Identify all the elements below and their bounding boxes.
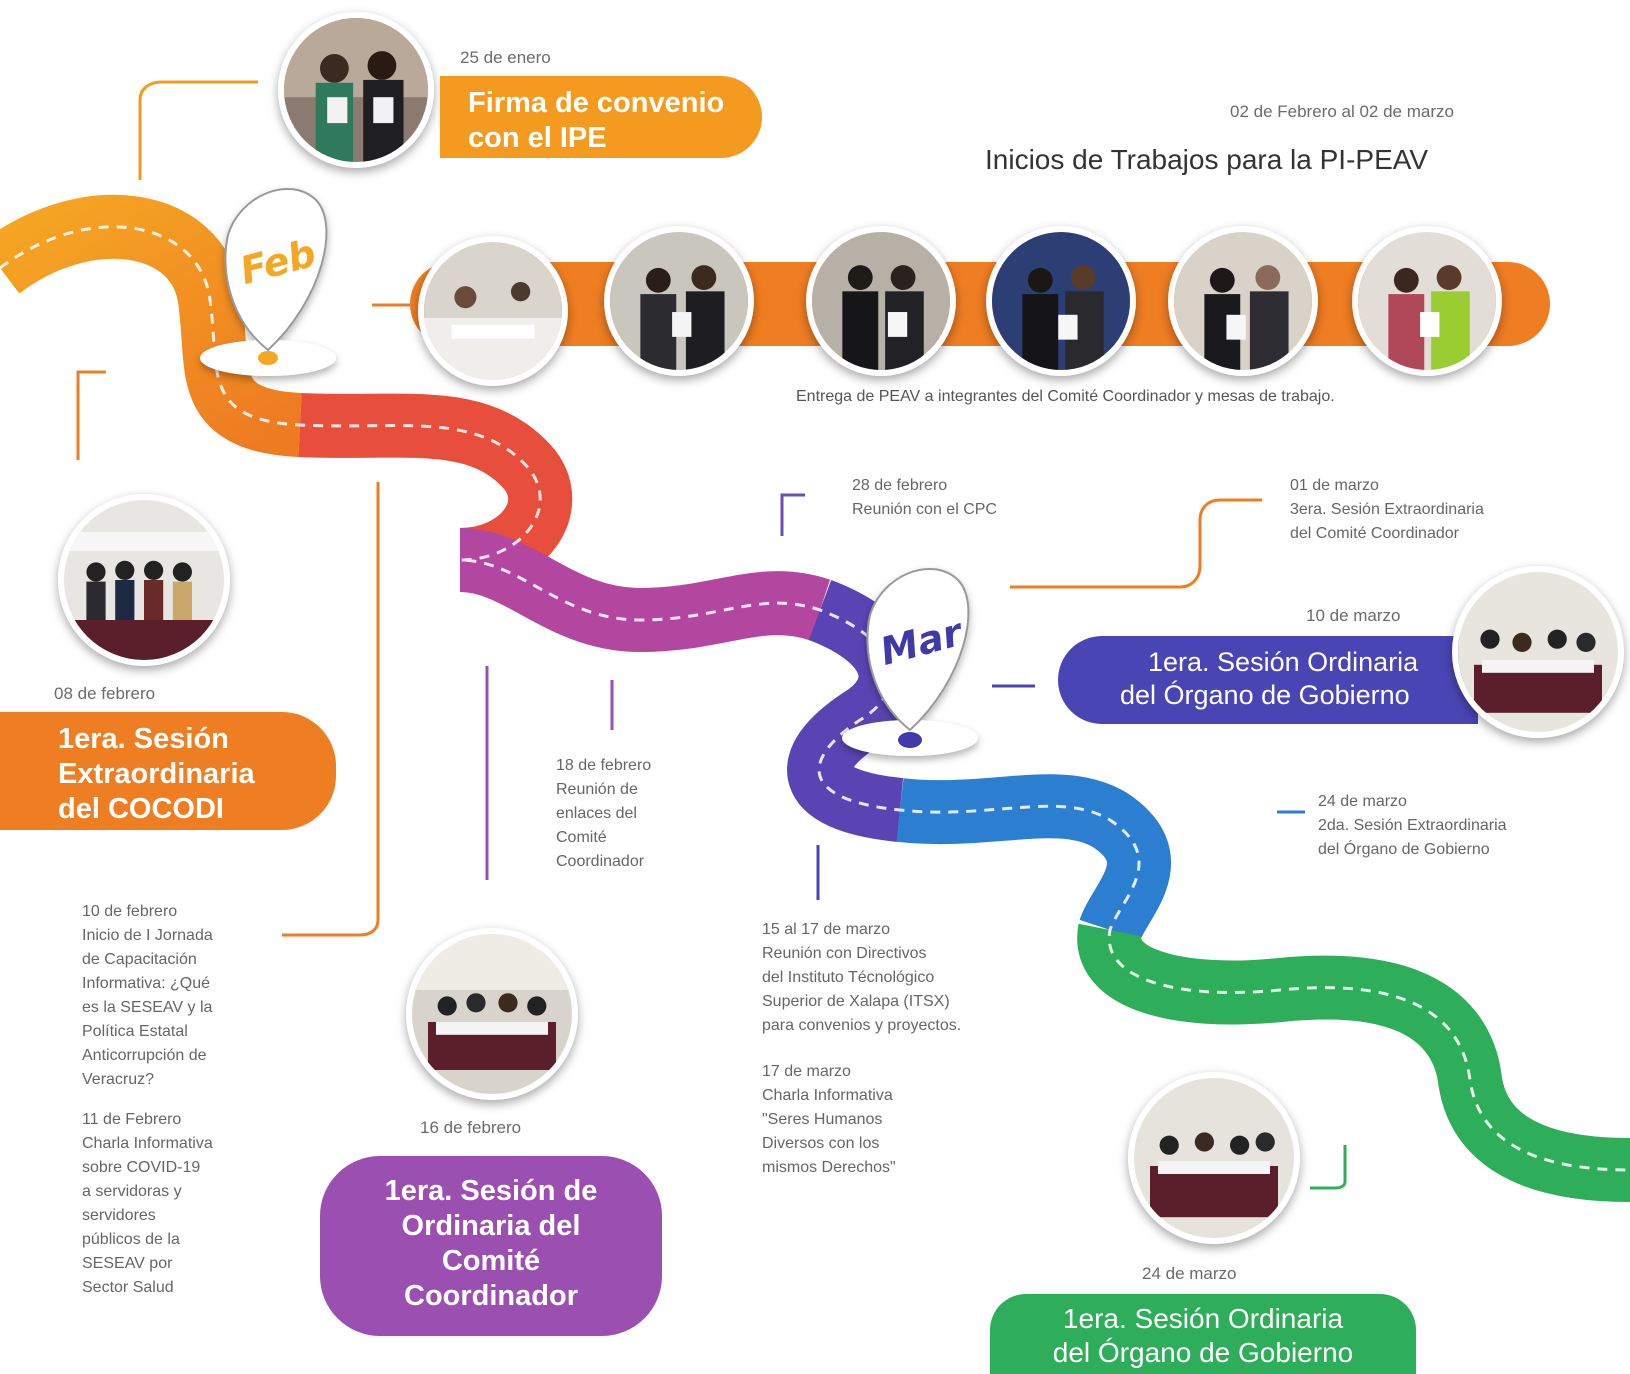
cocodi-title-line: Extraordinaria	[58, 758, 255, 790]
jornada-line: Anticorrupción de	[82, 1047, 207, 1064]
enlaces-text: 18 de febrero Reunión de enlaces del Com…	[556, 754, 651, 874]
firma-title-line: con el IPE	[468, 122, 607, 154]
organo3-title-line: 1era. Sesión Ordinaria	[1062, 1303, 1344, 1334]
organo3-title-line: del Órgano de Gobierno	[1052, 1337, 1354, 1368]
photo-peav-5	[1168, 226, 1318, 376]
itsx-line: del Instituto Técnológico	[762, 969, 935, 986]
photo-peav-4	[986, 226, 1136, 376]
covid-line: públicos de la	[82, 1231, 180, 1248]
covid-line: 11 de Febrero	[82, 1111, 182, 1128]
itsx-line: para convenios y proyectos.	[762, 1017, 962, 1034]
comite-title-line: Comité	[441, 1245, 541, 1277]
cpc-text: 28 de febrero Reunión con el CPC	[852, 474, 997, 522]
jornada-line: Inicio de I Jornada	[82, 927, 213, 944]
photo-cocodi	[58, 494, 230, 666]
covid-text: 11 de Febrero Charla Informativa sobre C…	[82, 1108, 213, 1300]
photo-firma-convenio	[278, 12, 434, 168]
inicios-caption: Entrega de PEAV a integrantes del Comité…	[796, 388, 1335, 405]
road-segment-blue	[896, 774, 1171, 943]
cocodi-title-line: del COCODI	[58, 793, 224, 825]
itsx-line: Superior de Xalapa (ITSX)	[762, 993, 950, 1010]
photo-peav-3	[806, 226, 956, 376]
road-segment-magenta	[458, 528, 831, 653]
covid-line: Sector Salud	[82, 1279, 174, 1296]
seres-line: "Seres Humanos	[762, 1111, 883, 1128]
jornada-line: Informativa: ¿Qué	[82, 975, 211, 992]
seres-line: Charla Informativa	[762, 1087, 893, 1104]
jornada-line: es la SESEAV y la	[82, 999, 213, 1016]
firma-date: 25 de enero	[460, 48, 551, 67]
enlaces-line: Comité	[556, 829, 607, 846]
inicios-date: 02 de Febrero al 02 de marzo	[1230, 102, 1454, 121]
inicios-title: Inicios de Trabajos para la PI-PEAV	[985, 144, 1429, 175]
covid-line: sobre COVID-19	[82, 1159, 201, 1176]
seres-line: Diversos con los	[762, 1135, 880, 1152]
seres-line: 17 de marzo	[762, 1063, 851, 1080]
cocodi-title-line: 1era. Sesión	[58, 723, 229, 755]
photo-peav-6	[1352, 226, 1502, 376]
itsx-line: 15 al 17 de marzo	[762, 921, 891, 938]
comite-title-line: Ordinaria del	[401, 1210, 581, 1242]
organo1-date: 10 de marzo	[1306, 606, 1401, 625]
enlaces-line: enlaces del	[556, 805, 637, 822]
organo1-title-pill: 1era. Sesión Ordinaria del Órgano de Gob…	[1058, 636, 1478, 724]
seres-line: mismos Derechos"	[762, 1159, 896, 1176]
photo-organo3	[1128, 1072, 1300, 1244]
comite-title-pill: 1era. Sesión de Ordinaria del Comité Coo…	[320, 1156, 662, 1336]
photo-organo1	[1452, 566, 1624, 738]
covid-line: servidores	[82, 1207, 156, 1224]
jornada-line: Política Estatal	[82, 1023, 188, 1040]
organo2-line: del Órgano de Gobierno	[1318, 841, 1490, 858]
photo-comite	[406, 928, 578, 1100]
itsx-text: 15 al 17 de marzo Reunión con Directivos…	[762, 918, 961, 1038]
cocodi-date: 08 de febrero	[54, 684, 156, 703]
covid-line: Charla Informativa	[82, 1135, 213, 1152]
cpc-line: Reunión con el CPC	[852, 501, 997, 518]
organo3-title-pill: 1era. Sesión Ordinaria del Órgano de Gob…	[990, 1294, 1416, 1374]
comite-date: 16 de febrero	[420, 1118, 522, 1137]
organo1-title-line: 1era. Sesión Ordinaria	[1148, 647, 1419, 677]
firma-title-pill: Firma de convenio con el IPE	[440, 76, 762, 158]
jornada-text: 10 de febrero Inicio de I Jornada de Cap…	[82, 900, 213, 1092]
organo3-date: 24 de marzo	[1142, 1264, 1237, 1283]
enlaces-line: Reunión de	[556, 781, 638, 798]
jornada-line: Veracruz?	[82, 1071, 155, 1088]
seres-text: 17 de marzo Charla Informativa "Seres Hu…	[762, 1060, 896, 1180]
organo2-line: 24 de marzo	[1318, 793, 1407, 810]
organo1-title-line: del Órgano de Gobierno	[1120, 680, 1410, 710]
comite-title-line: 1era. Sesión de	[384, 1175, 598, 1207]
enlaces-line: 18 de febrero	[556, 757, 652, 774]
tercera-line: del Comité Coordinador	[1290, 525, 1459, 542]
covid-line: SESEAV por	[82, 1255, 173, 1272]
organo2-line: 2da. Sesión Extraordinaria	[1318, 817, 1507, 834]
organo2-text: 24 de marzo 2da. Sesión Extraordinaria d…	[1318, 790, 1507, 862]
tercera-text: 01 de marzo 3era. Sesión Extraordinaria …	[1290, 474, 1484, 546]
comite-title-line: Coordinador	[404, 1280, 578, 1312]
enlaces-line: Coordinador	[556, 853, 645, 870]
jornada-line: 10 de febrero	[82, 903, 178, 920]
mar-pin	[866, 568, 970, 732]
tercera-line: 3era. Sesión Extraordinaria	[1290, 501, 1484, 518]
photo-peav-1	[418, 236, 568, 386]
tercera-line: 01 de marzo	[1290, 477, 1379, 494]
itsx-line: Reunión con Directivos	[762, 945, 927, 962]
firma-title-line: Firma de convenio	[468, 87, 725, 119]
feb-pin	[224, 188, 328, 352]
jornada-line: de Capacitación	[82, 951, 197, 968]
covid-line: a servidoras y	[82, 1183, 182, 1200]
photo-peav-2	[604, 226, 754, 376]
cpc-line: 28 de febrero	[852, 477, 948, 494]
cocodi-title-pill: 1era. Sesión Extraordinaria del COCODI	[0, 712, 336, 830]
